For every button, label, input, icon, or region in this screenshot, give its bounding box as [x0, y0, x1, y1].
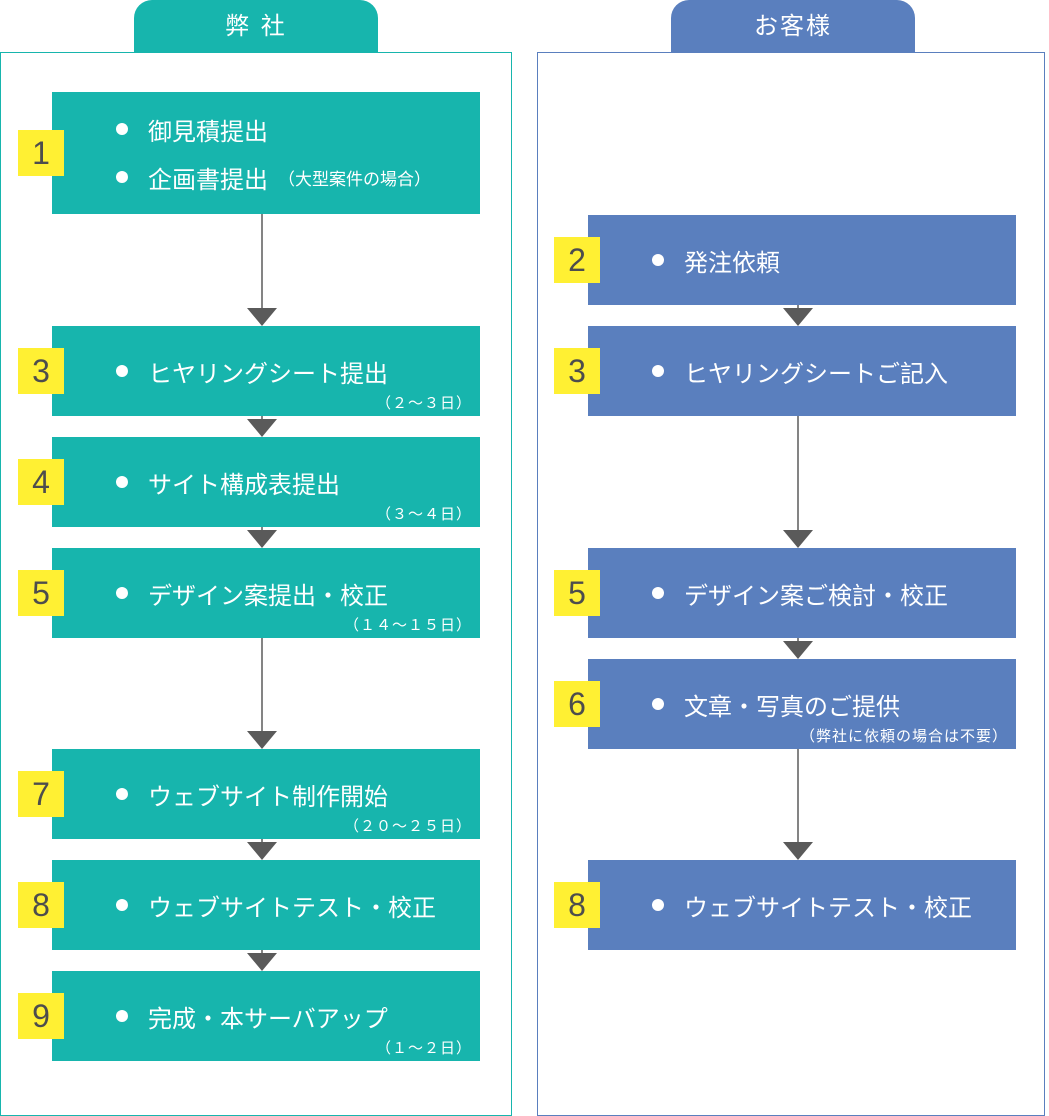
bullet-icon [116, 476, 128, 488]
step-label: ヒヤリングシートご記入 [684, 359, 948, 388]
bullet-icon [652, 254, 664, 266]
step-duration: （２０～２５日） [343, 817, 472, 835]
step-number-badge: 4 [18, 459, 64, 505]
step-number-badge: 8 [554, 882, 600, 928]
step-label: 完成・本サーバアップ [148, 1004, 388, 1033]
flow-arrow [783, 416, 813, 548]
flow-arrow [247, 839, 277, 860]
company-step-8: ウェブサイトテスト・校正 [52, 860, 480, 950]
flow-arrow [247, 950, 277, 971]
step-number-badge: 3 [18, 348, 64, 394]
arrow-head [247, 530, 277, 548]
step-label: ウェブサイトテスト・校正 [148, 893, 436, 922]
step-label: 文章・写真のご提供 [684, 692, 900, 721]
step-duration: （１４～１５日） [343, 616, 472, 634]
step-duration: （３～４日） [375, 505, 472, 523]
step-label: デザイン案ご検討・校正 [684, 581, 948, 610]
step-number-badge: 3 [554, 348, 600, 394]
arrow-head [247, 953, 277, 971]
step-label: ウェブサイト制作開始 [148, 782, 388, 811]
flow-arrow [783, 305, 813, 326]
step-duration: （１～２日） [375, 1039, 472, 1057]
bullet-icon [652, 365, 664, 377]
step-item: ウェブサイト制作開始 [116, 770, 388, 818]
client-step-2: 発注依頼 [588, 215, 1016, 305]
company-header: 弊 社 [134, 0, 378, 52]
step-item: デザイン案ご検討・校正 [652, 569, 948, 617]
bullet-icon [116, 587, 128, 599]
step-item: ヒヤリングシート提出 [116, 347, 388, 395]
flow-arrow [247, 527, 277, 548]
company-step-5: デザイン案提出・校正 （１４～１５日） [52, 548, 480, 638]
flow-arrow [247, 416, 277, 437]
step-number-badge: 1 [18, 130, 64, 176]
step-label: 企画書提出 [148, 165, 268, 194]
step-label: デザイン案提出・校正 [148, 581, 388, 610]
client-header: お客様 [671, 0, 915, 52]
arrow-head [247, 731, 277, 749]
step-label: 御見積提出 [148, 117, 268, 146]
flow-arrow [247, 214, 277, 326]
arrow-head [783, 308, 813, 326]
arrow-head [783, 530, 813, 548]
step-item: ヒヤリングシートご記入 [652, 347, 948, 395]
step-item: 文章・写真のご提供 [652, 680, 900, 728]
step-number-badge: 8 [18, 882, 64, 928]
client-step-3: ヒヤリングシートご記入 [588, 326, 1016, 416]
step-label: サイト構成表提出 [148, 470, 340, 499]
bullet-icon [116, 123, 128, 135]
bullet-icon [116, 365, 128, 377]
step-note: （大型案件の場合） [278, 169, 431, 190]
step-duration: （弊社に依頼の場合は不要） [799, 727, 1008, 745]
step-item: 発注依頼 [652, 236, 780, 284]
step-label: 発注依頼 [684, 248, 780, 277]
step-label: ウェブサイトテスト・校正 [684, 893, 972, 922]
step-item: デザイン案提出・校正 [116, 569, 388, 617]
arrow-head [247, 308, 277, 326]
company-step-3: ヒヤリングシート提出 （２～３日） [52, 326, 480, 416]
step-number-badge: 2 [554, 237, 600, 283]
bullet-icon [652, 587, 664, 599]
flow-arrow [247, 638, 277, 749]
company-step-7: ウェブサイト制作開始 （２０～２５日） [52, 749, 480, 839]
arrow-head [783, 842, 813, 860]
step-number-badge: 6 [554, 681, 600, 727]
arrow-head [247, 842, 277, 860]
client-step-6: 文章・写真のご提供 （弊社に依頼の場合は不要） [588, 659, 1016, 749]
step-item: ウェブサイトテスト・校正 [116, 881, 436, 929]
flow-arrow [783, 638, 813, 659]
step-item: 完成・本サーバアップ [116, 992, 388, 1040]
step-item: 企画書提出 （大型案件の場合） [116, 153, 431, 201]
step-number-badge: 9 [18, 993, 64, 1039]
bullet-icon [116, 171, 128, 183]
bullet-icon [116, 899, 128, 911]
step-item: 御見積提出 [116, 105, 268, 153]
client-step-5: デザイン案ご検討・校正 [588, 548, 1016, 638]
company-step-1: 御見積提出企画書提出 （大型案件の場合） [52, 92, 480, 214]
step-duration: （２～３日） [375, 394, 472, 412]
step-number-badge: 5 [18, 570, 64, 616]
flow-arrow [783, 749, 813, 860]
step-item: ウェブサイトテスト・校正 [652, 881, 972, 929]
company-step-9: 完成・本サーバアップ （１～２日） [52, 971, 480, 1061]
bullet-icon [116, 788, 128, 800]
bullet-icon [652, 899, 664, 911]
bullet-icon [652, 698, 664, 710]
client-step-8: ウェブサイトテスト・校正 [588, 860, 1016, 950]
step-item: サイト構成表提出 [116, 458, 340, 506]
step-number-badge: 7 [18, 771, 64, 817]
arrow-head [783, 641, 813, 659]
step-number-badge: 5 [554, 570, 600, 616]
bullet-icon [116, 1010, 128, 1022]
arrow-head [247, 419, 277, 437]
step-label: ヒヤリングシート提出 [148, 359, 388, 388]
company-step-4: サイト構成表提出 （３～４日） [52, 437, 480, 527]
